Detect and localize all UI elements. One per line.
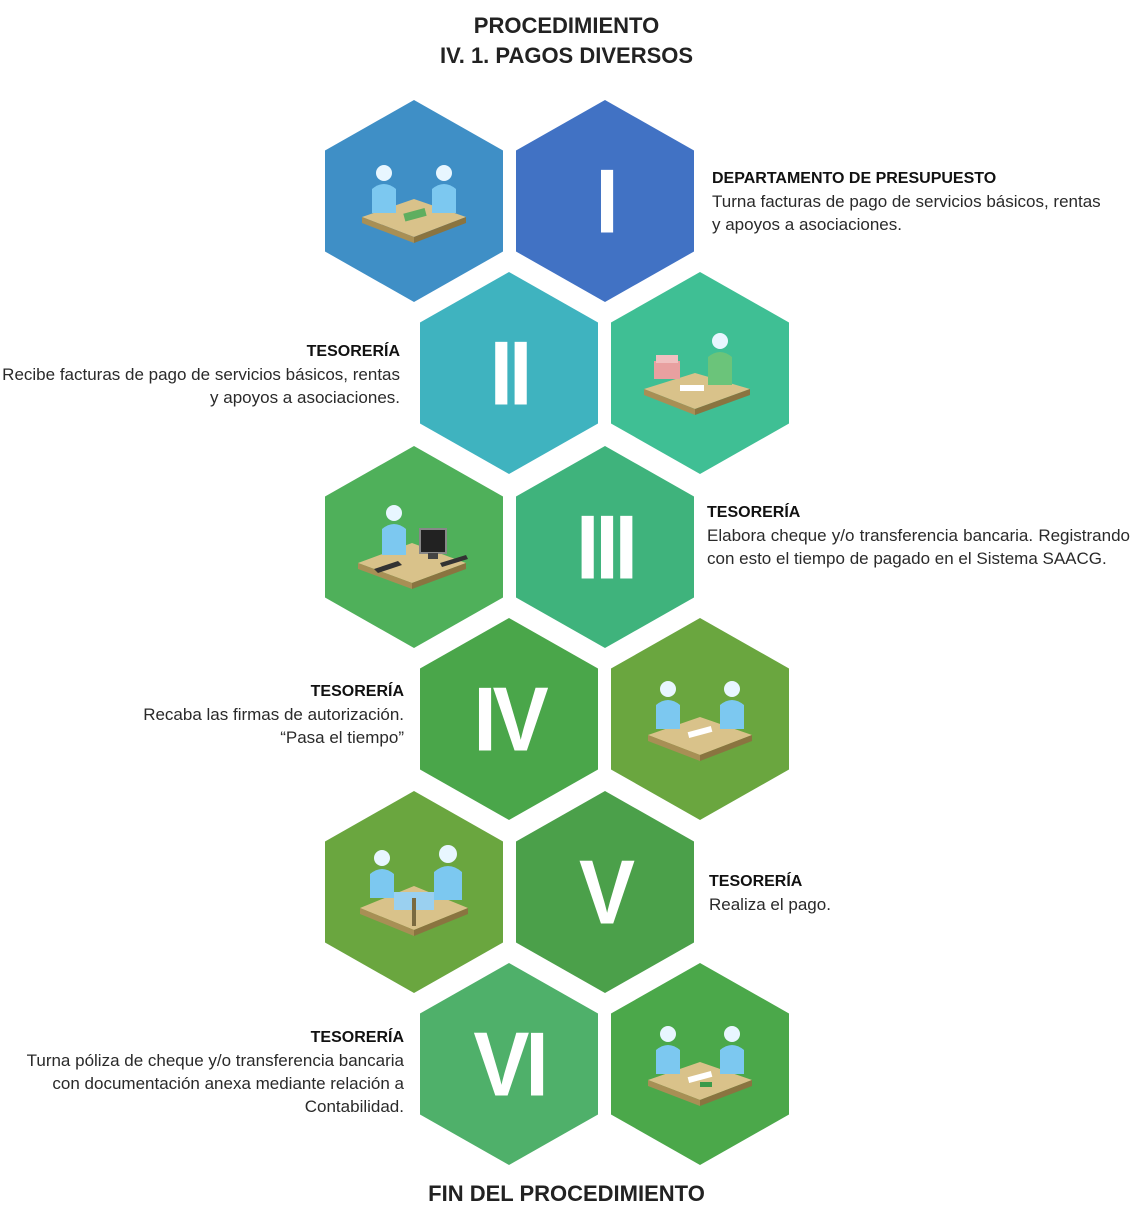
- procedure-subtitle: IV. 1. PAGOS DIVERSOS: [439, 43, 694, 68]
- step-1-numeral-hex: I: [516, 100, 694, 302]
- step-4-text: TESORERÍA Recaba las firmas de autorizac…: [0, 680, 404, 749]
- step-3-description: Elabora cheque y/o transferencia bancari…: [707, 526, 1130, 568]
- step-5-department: TESORERÍA: [709, 873, 803, 890]
- step-5-description: Realiza el pago.: [709, 895, 831, 914]
- step-1-description: Turna facturas de pago de servicios bási…: [712, 192, 1101, 234]
- step-2-department: TESORERÍA: [306, 343, 400, 360]
- step-3-numeral-hex: III: [516, 446, 694, 648]
- step-6-department: TESORERÍA: [310, 1029, 404, 1046]
- people-exchange-icon: [360, 845, 468, 936]
- person-receiving-documents-icon: [644, 333, 750, 415]
- step-4-numeral: IV: [473, 668, 548, 770]
- step-4-department: TESORERÍA: [310, 683, 404, 700]
- step-5-numeral-hex: V: [516, 791, 694, 993]
- step-2-icon-hex: [611, 272, 789, 474]
- step-1-text: DEPARTAMENTO DE PRESUPUESTO Turna factur…: [712, 167, 1122, 236]
- people-meeting-icon: [648, 681, 752, 761]
- step-3-text: TESORERÍA Elabora cheque y/o transferenc…: [707, 501, 1130, 570]
- step-2-numeral: II: [489, 322, 533, 424]
- step-6-description: Turna póliza de cheque y/o transferencia…: [26, 1051, 404, 1116]
- step-2-text: TESORERÍA Recibe facturas de pago de ser…: [0, 340, 400, 409]
- step-4-description-line-2: “Pasa el tiempo”: [280, 728, 404, 747]
- step-3-numeral: III: [575, 496, 638, 598]
- procedure-end-label: FIN DEL PROCEDIMIENTO: [428, 1181, 705, 1206]
- step-5-icon-hex: [325, 791, 503, 993]
- step-5-text: TESORERÍA Realiza el pago.: [709, 870, 1109, 916]
- step-2-description: Recibe facturas de pago de servicios bás…: [2, 365, 400, 407]
- step-1-icon-hex: [325, 100, 503, 302]
- step-6-icon-hex: [611, 963, 789, 1165]
- person-at-computer-icon: [358, 505, 468, 589]
- step-4-numeral-hex: IV: [420, 618, 598, 820]
- step-6-text: TESORERÍA Turna póliza de cheque y/o tra…: [0, 1026, 404, 1118]
- step-1-numeral: I: [595, 150, 618, 252]
- step-6-numeral: VI: [473, 1013, 548, 1115]
- step-2-numeral-hex: II: [420, 272, 598, 474]
- people-meeting-icon: [362, 165, 466, 243]
- step-5-numeral: V: [578, 841, 635, 943]
- people-meeting-icon: [648, 1026, 752, 1106]
- step-1-department: DEPARTAMENTO DE PRESUPUESTO: [712, 170, 997, 187]
- step-6-numeral-hex: VI: [420, 963, 598, 1165]
- step-4-description-line-1: Recaba las firmas de autorización.: [143, 705, 404, 724]
- procedure-title: PROCEDIMIENTO: [473, 13, 660, 38]
- step-3-icon-hex: [325, 446, 503, 648]
- step-4-icon-hex: [611, 618, 789, 820]
- step-3-department: TESORERÍA: [707, 504, 801, 521]
